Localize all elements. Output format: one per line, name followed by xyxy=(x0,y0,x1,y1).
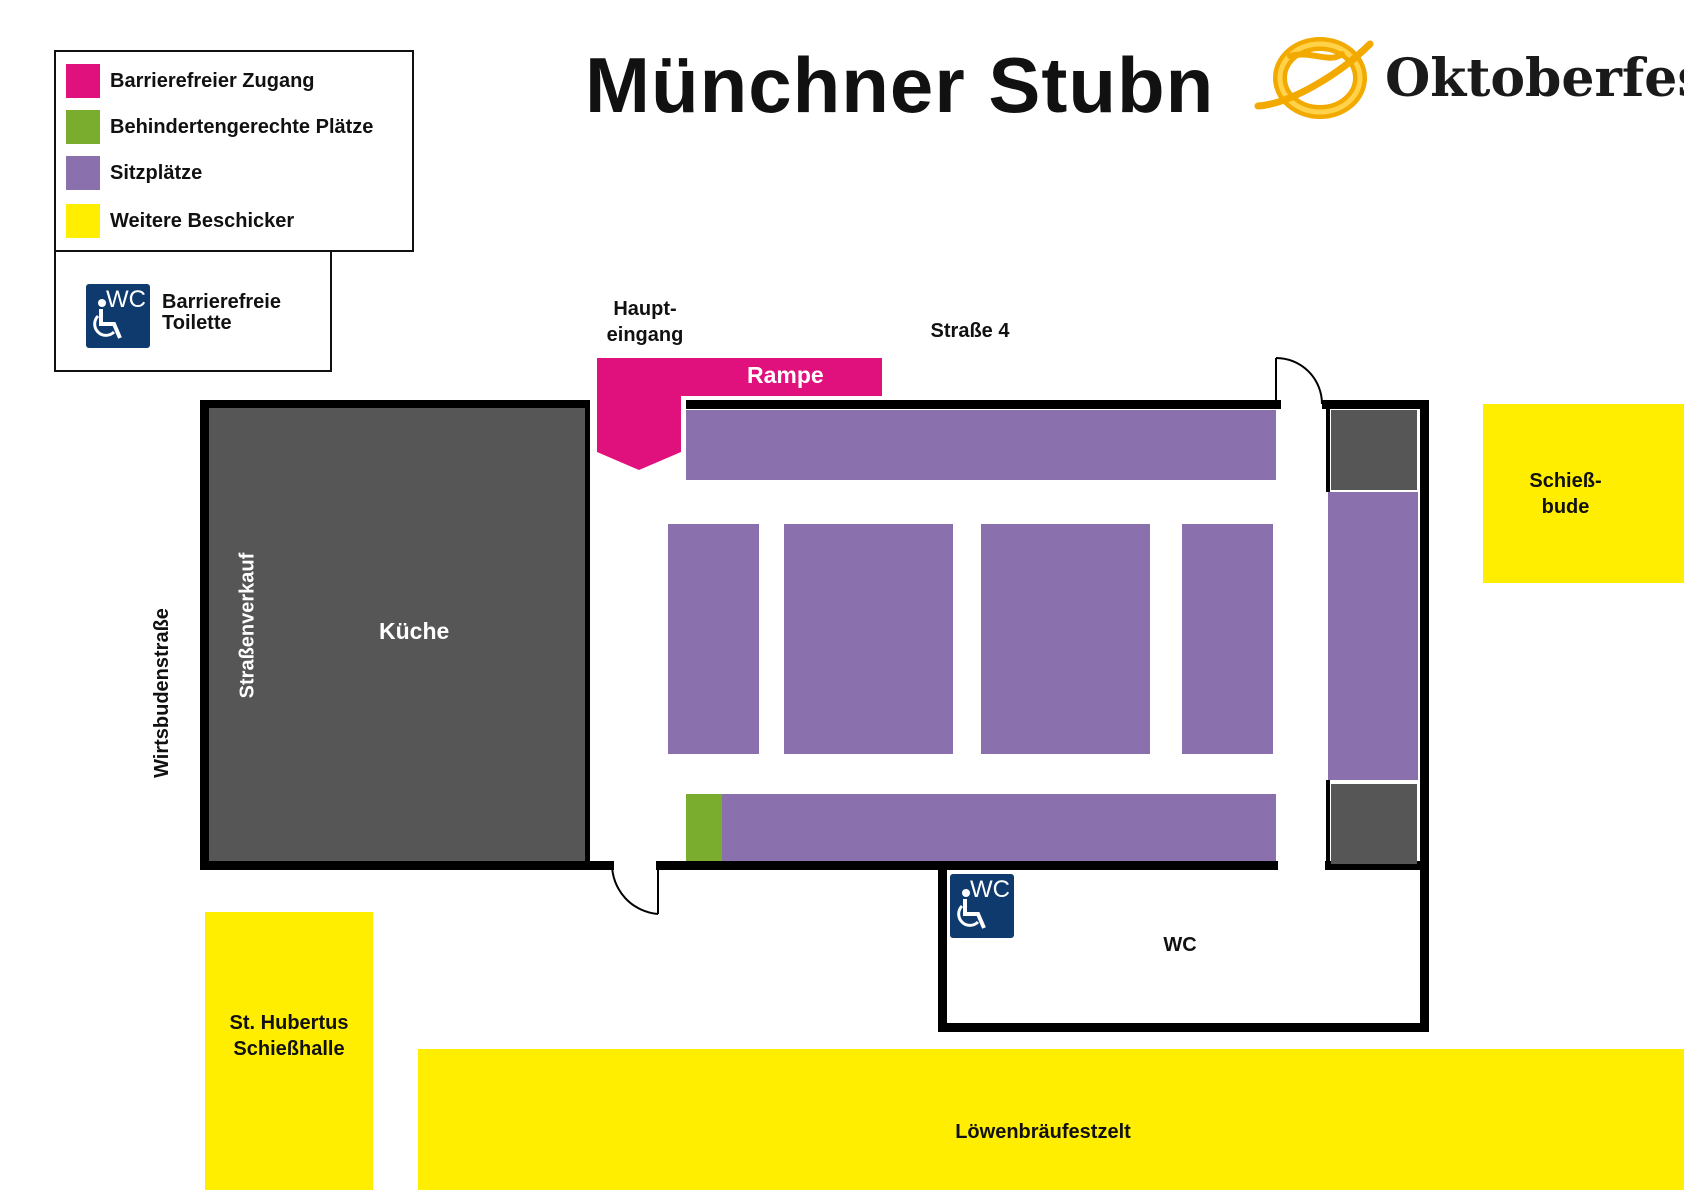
hall-bottom-wall-left xyxy=(590,861,614,870)
accessible-seats xyxy=(686,794,722,861)
oktoberfest-wordmark: Oktoberfest xyxy=(1385,48,1684,109)
wc-room-left-wall xyxy=(938,868,947,1032)
legend-swatch-pink xyxy=(66,64,100,98)
kitchen: Küche Straßenverkauf xyxy=(209,408,585,861)
seating-right-side xyxy=(1328,492,1418,780)
legend-item-other-exhibitors: Weitere Beschicker xyxy=(66,204,294,238)
wc-room-right-wall xyxy=(1420,866,1429,1032)
legend-item-accessible-seats: Behindertengerechte Plätze xyxy=(66,110,373,144)
door-bottom-left xyxy=(610,863,659,915)
seating-bottom-row xyxy=(722,794,1276,861)
street-sale-label: Straßenverkauf xyxy=(236,552,259,699)
service-room-bottom xyxy=(1331,784,1417,864)
page-title: Münchner Stubn xyxy=(585,41,1215,129)
wc-room-bottom-wall xyxy=(938,1023,1429,1032)
legend-item-seats: Sitzplätze xyxy=(66,156,202,190)
hall-bottom-wall-right xyxy=(1325,861,1429,870)
legend-label: Barrierefreier Zugang xyxy=(110,69,315,92)
service-room-wall xyxy=(1326,406,1330,492)
legend-swatch-green xyxy=(66,110,100,144)
schiessbude: Schieß- bude xyxy=(1483,404,1684,583)
legend-item-barrier-free-access: Barrierefreier Zugang xyxy=(66,64,315,98)
loewenbraeufestzelt: Löwenbräufestzelt xyxy=(418,1049,1684,1190)
hall-bottom-wall xyxy=(656,861,1278,870)
seating-block xyxy=(784,524,953,754)
wirtsbudenstrasse-label: Wirtsbudenstraße xyxy=(151,608,173,778)
legend-swatch-yellow xyxy=(66,204,100,238)
accessible-toilet-label: Barrierefreie Toilette xyxy=(162,291,281,334)
street-4-label: Straße 4 xyxy=(930,320,1010,342)
legend-label: Weitere Beschicker xyxy=(110,209,295,232)
main-entrance-label: Haupt- eingang xyxy=(606,298,684,346)
accessible-wc-icon: WC xyxy=(950,874,1014,938)
hall-top-wall-right xyxy=(1322,400,1428,409)
ramp: Rampe xyxy=(597,358,882,396)
legend-swatch-purple xyxy=(66,156,100,190)
door-top-right xyxy=(1275,357,1323,405)
legend-label: Sitzplätze xyxy=(110,161,203,184)
seating-block xyxy=(668,524,759,754)
entrance-ramp-arrow xyxy=(597,390,681,470)
oktoberfest-emblem-icon xyxy=(1254,37,1374,119)
accessible-wc-icon: WC xyxy=(86,284,150,348)
st-hubertus-schiesshalle: St. Hubertus Schießhalle xyxy=(205,912,373,1190)
legend-label: Behindertengerechte Plätze xyxy=(110,115,374,138)
oktoberfest-logo: Oktoberfest xyxy=(1250,34,1684,124)
hall-top-wall xyxy=(686,400,1281,409)
hall-right-wall xyxy=(1420,400,1429,868)
seating-top-row xyxy=(686,410,1276,480)
wc-room-label: WC xyxy=(1163,934,1197,956)
legend: Barrierefreier Zugang Behindertengerecht… xyxy=(54,50,414,252)
seating-block xyxy=(981,524,1150,754)
service-room-wall xyxy=(1326,780,1330,868)
seating-block xyxy=(1182,524,1273,754)
service-room-top xyxy=(1331,410,1417,490)
legend-toilet-box: WC Barrierefreie Toilette xyxy=(54,250,332,372)
